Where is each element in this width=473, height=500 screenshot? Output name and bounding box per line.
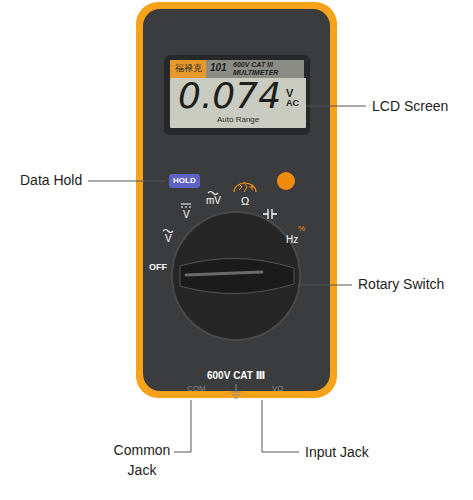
- callout-label: Data Hold: [20, 172, 82, 188]
- rating-text: 600V CAT III: [233, 61, 273, 69]
- dial-label: V: [183, 209, 190, 221]
- capacitor-symbol: [263, 209, 277, 219]
- screen-bezel: [164, 55, 310, 135]
- knob-pointer: [186, 272, 262, 275]
- jack-label: VΩ: [272, 384, 283, 393]
- knob-grip: [180, 258, 294, 293]
- dial-label: V: [165, 233, 172, 245]
- dial-label: %: [298, 224, 305, 233]
- leader-line: [88, 181, 166, 182]
- housing-bumper: [136, 2, 337, 398]
- lcd-unit: V: [286, 87, 293, 100]
- diode-sound-symbol: [239, 182, 254, 192]
- jack-label: COM: [187, 384, 206, 393]
- callout-label: LCD Screen: [372, 98, 448, 114]
- rotary-dial: [172, 212, 300, 340]
- callout-label: Input Jack: [305, 444, 369, 460]
- lcd-reading: 0.074: [178, 78, 281, 114]
- ac-symbol: [208, 192, 218, 195]
- leader-line: [298, 285, 352, 286]
- lcd-status: Auto Range: [217, 115, 259, 124]
- dial-label: OFF: [149, 262, 167, 272]
- continuity-arc: [234, 183, 256, 192]
- model-text: MULTIMETER: [233, 69, 278, 77]
- brand-strip: [170, 60, 304, 78]
- rating-text: 600V CAT Ⅲ: [207, 370, 265, 382]
- function-button: [277, 172, 295, 190]
- model-number: 101: [210, 62, 227, 74]
- dial-label: Hz: [286, 234, 298, 246]
- ac-symbol: [163, 230, 173, 233]
- ground-symbol: [230, 384, 242, 398]
- leader-line: [174, 400, 191, 452]
- housing-face: [143, 9, 330, 391]
- brand-patch: [170, 60, 206, 78]
- callout-label: Common Jack: [112, 440, 172, 481]
- brand-name: 福禄克: [175, 63, 202, 73]
- hold-button: HOLD: [169, 174, 200, 188]
- callout-label: Rotary Switch: [358, 276, 444, 292]
- dc-symbol: [181, 204, 191, 207]
- leader-line: [262, 400, 299, 452]
- dial-label: mV: [206, 195, 221, 207]
- leader-line: [305, 106, 366, 107]
- lcd-screen: 0.074 VAC Auto Range: [170, 78, 306, 128]
- button-label: HOLD: [173, 176, 196, 185]
- dial-label: Ω: [241, 195, 249, 208]
- lcd-unit: AC: [286, 98, 299, 108]
